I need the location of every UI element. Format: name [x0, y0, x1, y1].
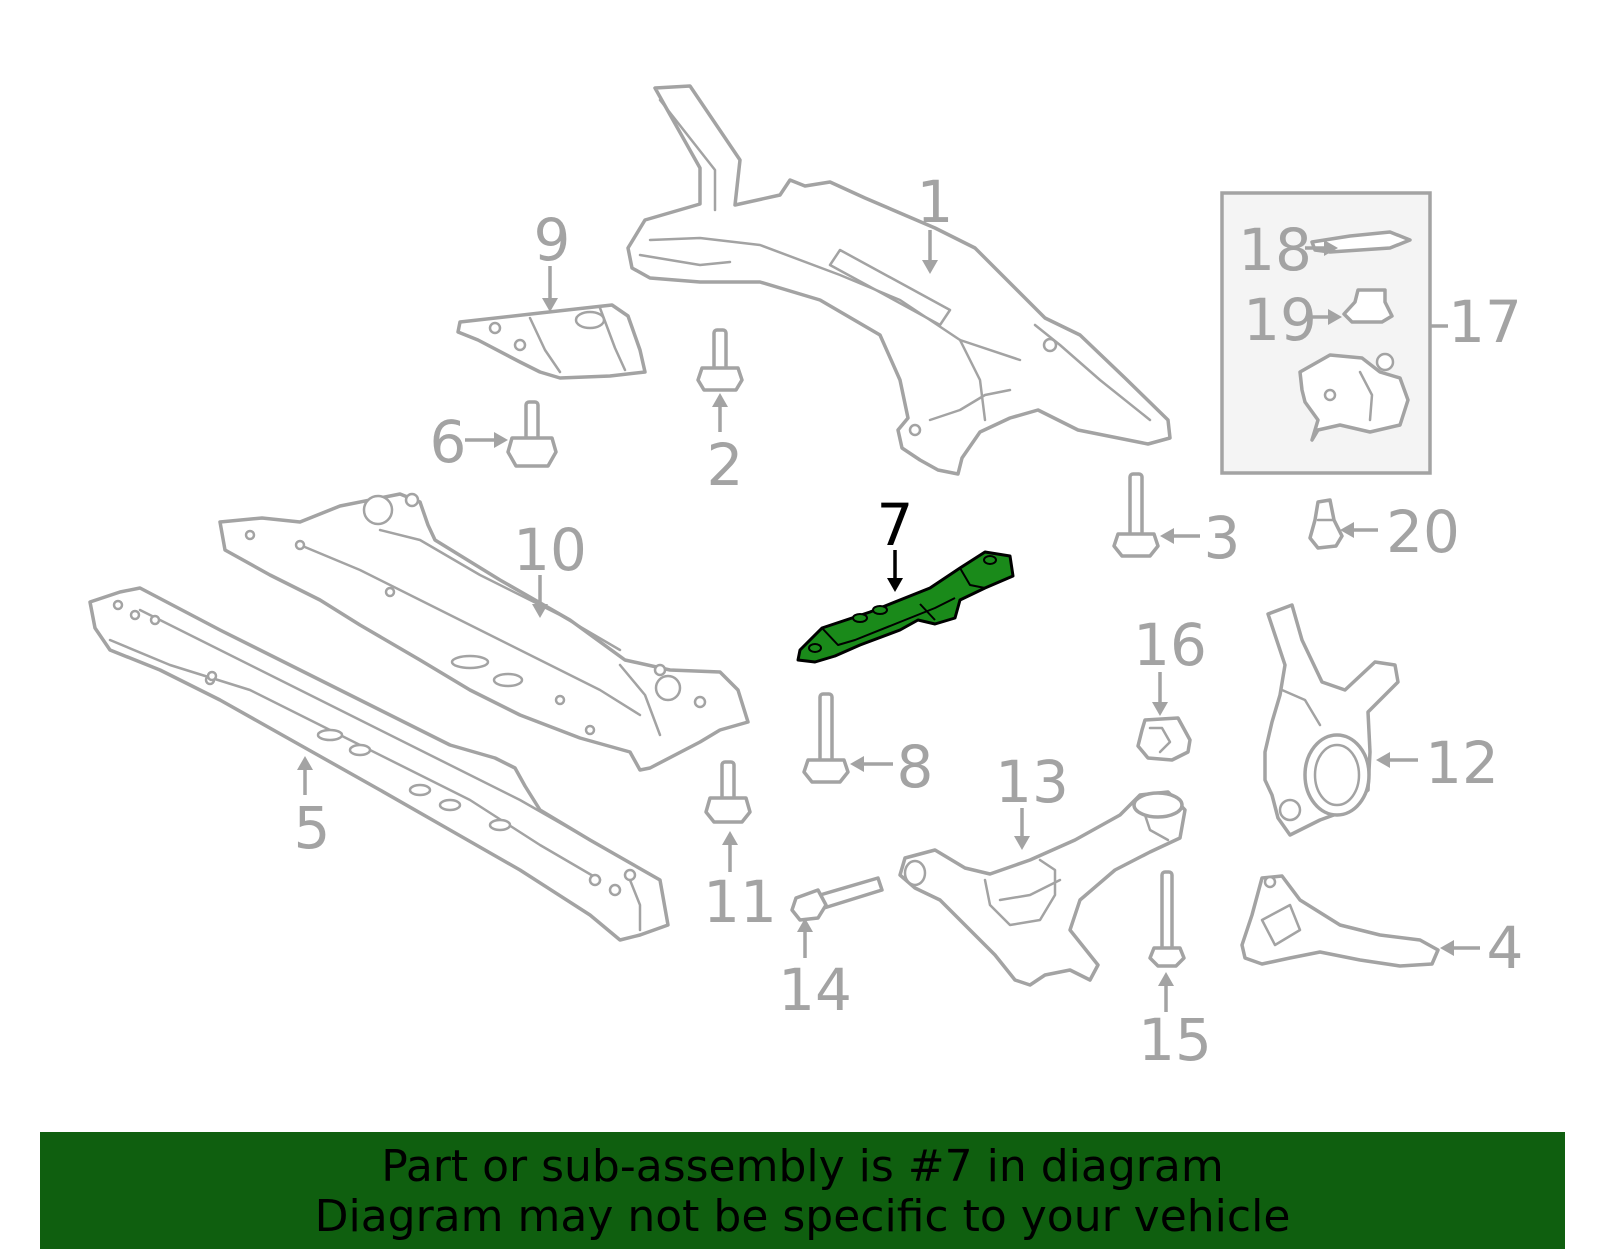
callout-9: 9 [534, 206, 571, 274]
callout-10: 10 [513, 516, 587, 584]
part-6-bolt[interactable] [506, 400, 558, 468]
part-15-bolt[interactable] [1148, 870, 1186, 968]
callout-8: 8 [897, 733, 934, 801]
callout-18: 18 [1238, 216, 1312, 284]
part-8-bolt[interactable] [802, 692, 850, 784]
banner-line-2: Diagram may not be specific to your vehi… [314, 1191, 1291, 1242]
part-20-nut[interactable] [1308, 498, 1344, 550]
callout-14: 14 [778, 956, 852, 1024]
callout-4: 4 [1487, 914, 1524, 982]
part-12-knuckle[interactable] [1263, 603, 1400, 837]
callout-20: 20 [1386, 498, 1460, 566]
callout-12: 12 [1425, 729, 1499, 797]
part-13-lower-arm[interactable] [898, 790, 1187, 987]
part-2-bolt[interactable] [696, 328, 744, 392]
callout-7: 7 [877, 491, 914, 559]
banner-line-1: Part or sub-assembly is #7 in diagram [381, 1141, 1224, 1192]
callout-13: 13 [995, 748, 1069, 816]
part-1-crossmember[interactable] [626, 84, 1172, 476]
callout-arrows [297, 230, 1480, 1012]
part-5-crossmember[interactable] [88, 586, 670, 942]
callout-19: 19 [1243, 286, 1317, 354]
part-4-bracket[interactable] [1240, 874, 1440, 968]
part-3-bolt[interactable] [1112, 472, 1160, 558]
callout-3: 3 [1204, 504, 1241, 572]
callout-11: 11 [703, 868, 777, 936]
callout-6: 6 [430, 408, 467, 476]
kit-17-box[interactable] [1220, 191, 1432, 475]
callout-2: 2 [707, 431, 744, 499]
callout-5: 5 [294, 794, 331, 862]
part-16-nut[interactable] [1136, 716, 1192, 762]
callout-15: 15 [1138, 1006, 1212, 1074]
part-10-member[interactable] [218, 492, 750, 772]
part-14-bolt[interactable] [790, 876, 884, 922]
callout-16: 16 [1133, 611, 1207, 679]
part-7-bracket-highlighted[interactable] [796, 550, 1015, 664]
part-11-bolt[interactable] [704, 760, 752, 824]
part-9-bracket[interactable] [456, 303, 647, 380]
callout-1: 1 [917, 168, 954, 236]
callout-17: 17 [1448, 288, 1522, 356]
info-banner: Part or sub-assembly is #7 in diagram Di… [40, 1132, 1565, 1249]
